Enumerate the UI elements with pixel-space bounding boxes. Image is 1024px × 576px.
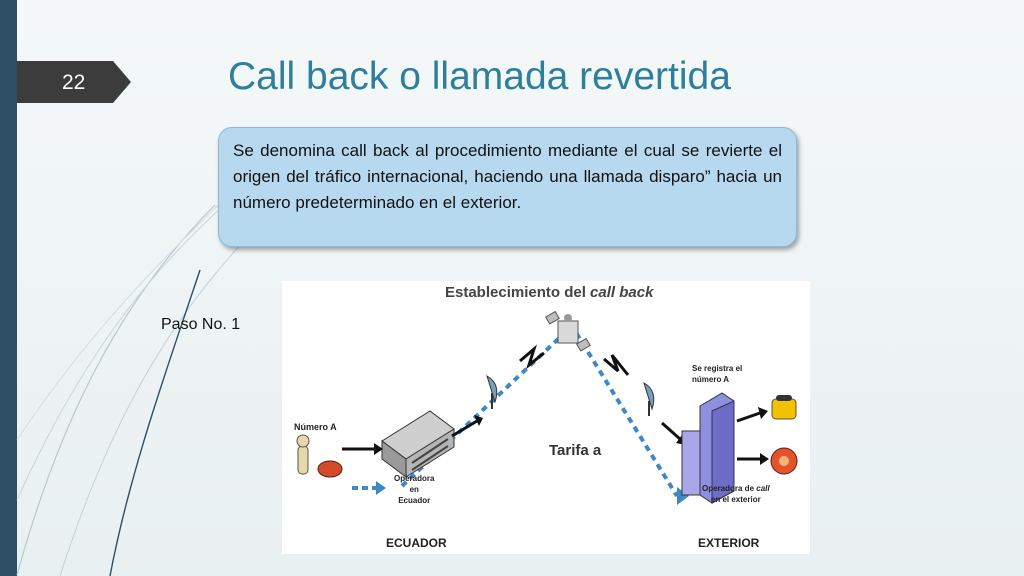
label-ecuador: ECUADOR [386, 536, 447, 550]
step-label: Paso No. 1 [161, 316, 241, 333]
exchange-building-exterior-icon [681, 392, 735, 504]
diagram-graphics [296, 310, 798, 505]
label-tarifa: Tarifa a [549, 442, 602, 459]
operadora-ecuador-line1: Operadora [394, 474, 435, 483]
figure-heading-italic: call back [590, 284, 654, 301]
operadora-exterior-italic: call [756, 484, 770, 493]
figure-heading-prefix: Establecimiento del [445, 284, 591, 301]
tariff-path [400, 322, 679, 498]
label-operadora-exterior: Operadora de call en el exterior [702, 483, 770, 505]
operadora-ecuador-line3: Ecuador [398, 496, 431, 505]
arrow-to-phone-top [758, 407, 768, 419]
signal-bolt-left [519, 344, 545, 370]
label-numero-a-left: Número A [294, 422, 337, 432]
slide-title: Call back o llamada revertida [228, 55, 731, 98]
operadora-exterior-line1: Operadora de [702, 484, 757, 493]
tariff-arrowhead [677, 487, 689, 505]
signal-bolt-right [603, 354, 630, 376]
page-number-tab [17, 61, 131, 103]
satellite-icon [544, 310, 591, 352]
dish-left-icon [486, 374, 498, 409]
operadora-exterior-line2: en el exterior [710, 495, 761, 504]
definition-callout: Se denomina call back al procedimiento m… [218, 127, 797, 247]
label-registra-numero-a: Se registra el número A [692, 363, 742, 385]
callback-diagram: Establecimiento del call back Número A O… [282, 281, 810, 554]
registra-line2: número A [692, 375, 730, 384]
telephone-right-bottom-icon [770, 447, 798, 475]
telephone-right-top-icon [771, 395, 797, 420]
left-accent-bar [0, 0, 17, 576]
label-operadora-ecuador: Operadora en Ecuador [394, 473, 434, 506]
callout-text: Se denomina call back al procedimiento m… [233, 141, 782, 212]
telephone-left-icon [296, 434, 343, 478]
registra-line1: Se registra el [692, 364, 743, 373]
figure-heading: Establecimiento del call back [445, 284, 653, 301]
arrow-to-phone-bottom [760, 453, 769, 465]
operator-building-ecuador-icon [381, 410, 455, 478]
operadora-ecuador-line2: en [409, 485, 419, 494]
arrow-to-dish-left [474, 415, 483, 426]
arrow-to-operator [374, 443, 383, 455]
label-exterior: EXTERIOR [698, 536, 760, 550]
dish-right-icon [643, 381, 655, 416]
page-number: 22 [62, 71, 86, 94]
